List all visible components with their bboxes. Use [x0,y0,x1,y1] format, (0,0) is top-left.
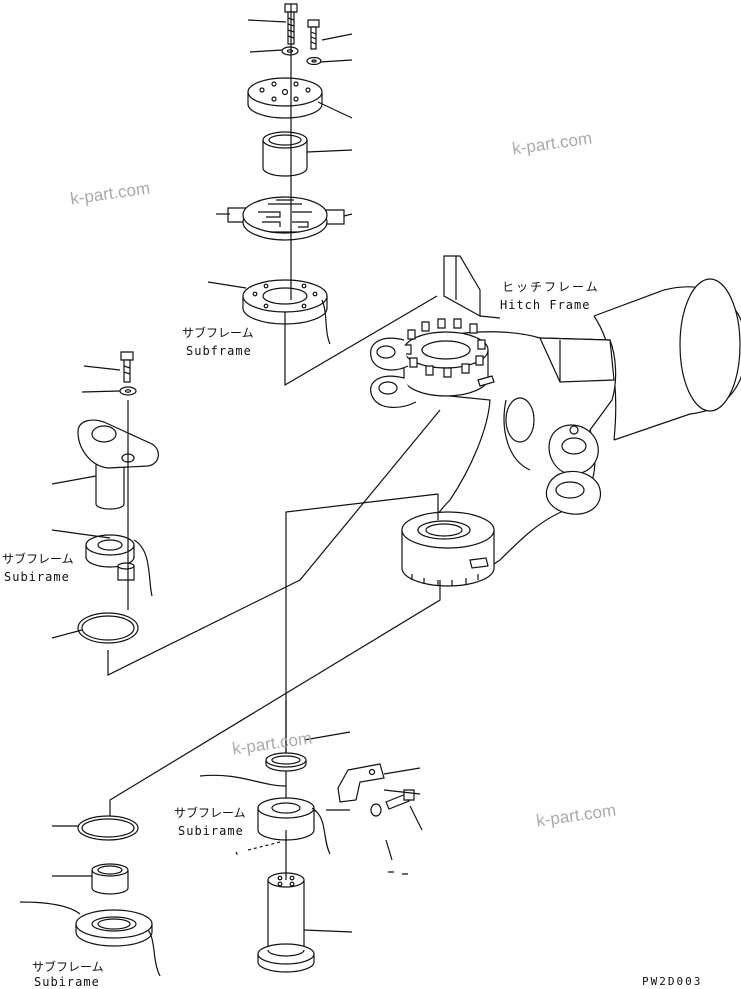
subframe-label-bottom-jp: サブフレーム [174,806,246,820]
hitch-frame-leader [480,316,500,318]
subframe-label-top-jp: サブフレーム [182,326,254,340]
top-cap-plate [248,78,322,118]
bracket [338,764,384,802]
subframe-label-left-en: Subirame [4,570,70,584]
left-bushing [86,535,134,567]
lower-left-subframe-curve [148,930,160,976]
subframe-label-left-jp: サブフレーム [2,552,74,566]
left-sleeve [118,563,134,580]
drawing-code: PW2D003 [642,975,703,988]
upper-ring [243,280,327,324]
lock-plate-pin [78,420,158,509]
bracket-bolt [386,790,414,809]
left-subframe-curve [134,540,152,596]
lower-pin [258,873,314,972]
left-washer [120,387,136,395]
left-bolt [121,352,133,382]
hitch-frame [371,256,741,586]
subframe-label-lowerleft-jp: サブフレーム [32,960,104,974]
lower-o-ring [78,816,138,840]
lower-subframe-curve [312,808,330,854]
lower-bushing [258,798,314,840]
leader-lines-top [208,20,352,288]
subframe-label-top-en: Subframe [186,344,252,358]
top-bolt-short [308,20,319,49]
lower-seal-ring [266,753,306,771]
upper-ring-subframe-curve [322,300,330,344]
subframe-label-bottom-en: Subirame [178,824,244,838]
hitch-frame-label-jp: ヒッチフレーム [502,280,600,294]
hitch-frame-label-en: Hitch Frame [500,298,591,312]
leader-lines-bottom [20,700,422,932]
hitch-frame-bolts [404,319,485,377]
left-o-ring [78,613,138,643]
lower-left-bushing [92,864,128,894]
leader-lines-left [52,366,128,638]
top-washer-left [282,47,298,55]
bracket-washer [371,804,381,816]
subframe-label-lowerleft-en: Subirame [34,975,100,989]
shim-plate [228,197,344,240]
assembly-guide-lines-top [285,4,437,385]
top-washer-right [307,58,321,65]
lower-left-ring [76,910,152,946]
top-bushing [263,132,307,176]
